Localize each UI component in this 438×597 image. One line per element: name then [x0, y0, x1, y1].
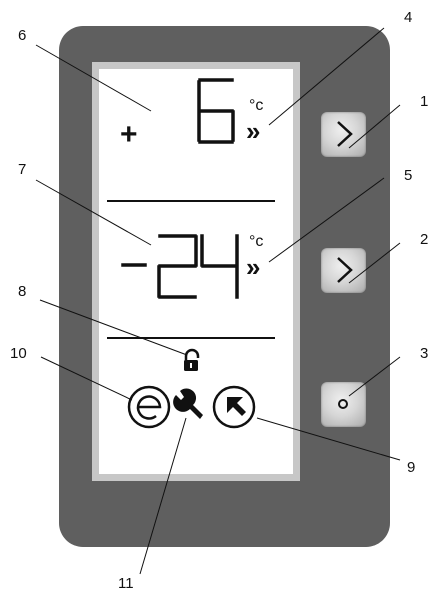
display-screen: [99, 69, 293, 474]
callout-11: 11: [118, 575, 134, 592]
circle-icon: [338, 399, 348, 409]
chevron-right-icon: [337, 257, 353, 283]
eco-icon: [127, 385, 171, 429]
callout-4: 4: [404, 9, 413, 26]
chevron-right-icon: [337, 121, 353, 147]
callout-7: 7: [18, 161, 27, 178]
zone1-select-button[interactable]: [321, 112, 366, 157]
divider-2: [107, 337, 275, 339]
callout-6: 6: [18, 27, 27, 44]
power-mode-button[interactable]: [321, 382, 366, 427]
zone2-chevrons-icon: »: [246, 252, 261, 282]
callout-9: 9: [407, 459, 416, 476]
divider-1: [107, 200, 275, 202]
zone1-sign: +: [120, 118, 138, 151]
callout-2: 2: [420, 231, 429, 248]
callout-1: 1: [420, 93, 429, 110]
zone1-chevrons-icon: »: [246, 116, 261, 146]
callout-8: 8: [18, 283, 27, 300]
callout-3: 3: [420, 345, 429, 362]
zone2-unit: °c: [249, 233, 264, 250]
airplane-icon: [212, 385, 256, 429]
wrench-icon: [173, 388, 203, 419]
callout-5: 5: [404, 167, 413, 184]
callout-10: 10: [10, 345, 27, 362]
zone1-unit: °c: [249, 97, 264, 114]
lock-icon: [184, 348, 200, 371]
zone2-select-button[interactable]: [321, 248, 366, 293]
